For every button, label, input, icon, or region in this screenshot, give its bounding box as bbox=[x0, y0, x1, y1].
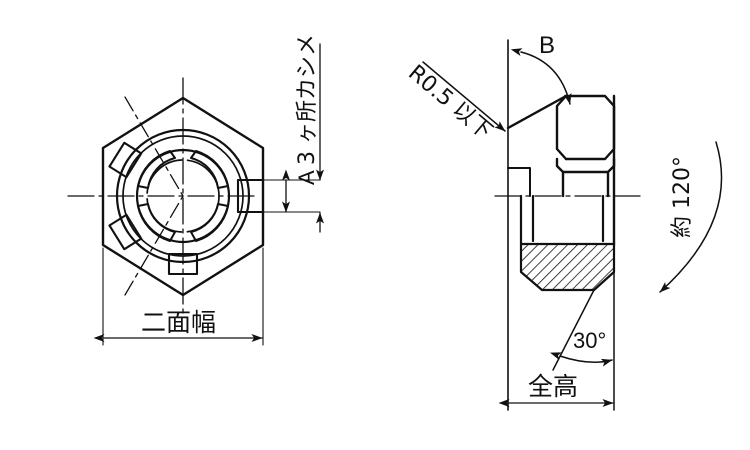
centerline-crimp-b bbox=[124, 195, 184, 296]
label-crimp-note: 3 ヶ所カシメ bbox=[295, 34, 320, 165]
label-dim-b: B bbox=[539, 32, 556, 59]
side-view-group bbox=[422, 39, 723, 411]
label-angle-120: 約 120° bbox=[670, 156, 695, 238]
nut-body-midband-lower bbox=[561, 170, 610, 198]
front-view-group bbox=[67, 43, 324, 346]
dimension-arc-b bbox=[510, 48, 572, 105]
section-hatch-area bbox=[519, 242, 616, 292]
label-overall-height: 全高 bbox=[528, 372, 579, 401]
nut-body-midband-outline bbox=[555, 157, 616, 174]
label-dim-a: A bbox=[294, 170, 319, 185]
centerline-crimp-a bbox=[124, 96, 184, 197]
thread-helix-3 bbox=[137, 203, 176, 242]
leader-line-radius bbox=[422, 61, 506, 132]
crimp-pocket bbox=[108, 141, 143, 179]
thread-helix-2 bbox=[190, 203, 229, 242]
crimp-pocket bbox=[108, 213, 143, 251]
thread-helix-1 bbox=[190, 150, 229, 189]
thread-helix-4 bbox=[137, 150, 176, 189]
label-angle-30: 30° bbox=[573, 328, 607, 353]
nut-body-upper-outline bbox=[564, 94, 616, 161]
label-across-flats: 二面幅 bbox=[141, 308, 217, 337]
dimension-arc-30deg bbox=[550, 352, 613, 367]
dimension-arc-120deg bbox=[659, 141, 723, 293]
nut-body-upper-left bbox=[555, 94, 568, 161]
counterbore-step bbox=[507, 167, 531, 197]
